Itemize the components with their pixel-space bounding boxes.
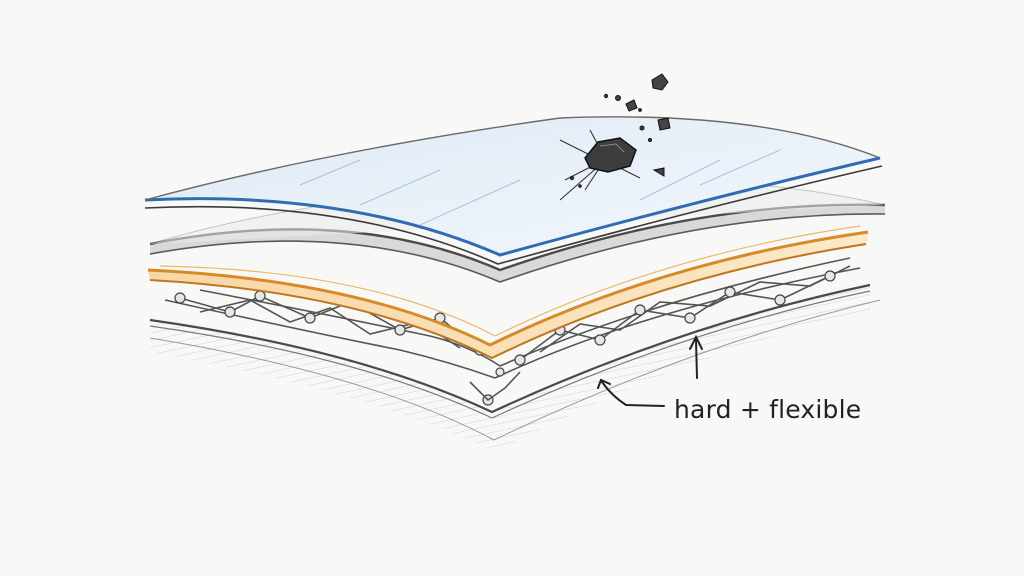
left-arrow	[601, 381, 665, 407]
up-arrow	[695, 339, 698, 379]
debris-fragments	[569, 73, 671, 188]
base-layer	[149, 283, 881, 452]
up-arrow-head	[689, 334, 703, 350]
left-arrow-head	[597, 378, 611, 389]
lattice-mesh-layer	[164, 257, 861, 406]
annotation-label: hard + flexible	[674, 395, 861, 424]
annotation-arrows	[597, 334, 703, 407]
orange-core-layer	[147, 225, 869, 360]
glass-top-layer	[144, 116, 883, 265]
impact-rock	[559, 73, 671, 201]
